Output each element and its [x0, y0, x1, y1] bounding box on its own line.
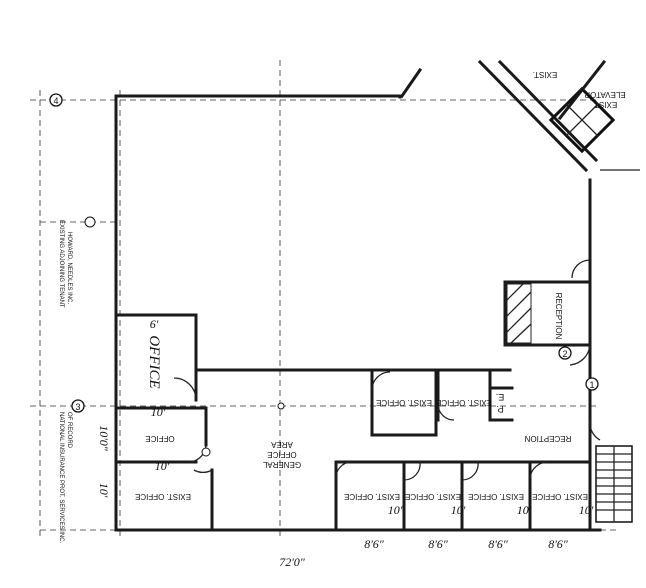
dim-room-6: 6': [150, 317, 159, 331]
room-exist-stair: EXIST.: [533, 70, 557, 79]
dim-room-10c: 10': [388, 503, 403, 517]
grid-marker-b: [71, 399, 85, 413]
dim-overall-width: 72'0": [279, 555, 306, 569]
room-exist-office-b2: EXIST. OFFICE: [405, 492, 461, 501]
room-exist-office-b3: EXIST. OFFICE: [468, 492, 524, 501]
room-office-small: OFFICE: [145, 434, 174, 443]
room-elevator-line1: EXIST.: [593, 100, 617, 109]
room-labels: OFFICE OFFICE EXIST. OFFICE GENERAL OFFI…: [135, 70, 626, 501]
room-general-line2: OFFICE: [267, 450, 296, 459]
dim-bay-1: 8'6": [364, 537, 385, 551]
room-general-line1: GENERAL: [262, 460, 301, 469]
grid-marker-g: [201, 447, 211, 457]
grid-marker-a-label: 4: [53, 96, 58, 106]
room-general-line3: AREA: [270, 440, 292, 449]
grid-marker-c-label: 2: [562, 349, 567, 359]
dim-room-10b: 10': [155, 459, 170, 473]
elevator-shaft: [477, 59, 640, 173]
dim-bay-4: 8'6": [548, 537, 569, 551]
grid-marker-e: [84, 216, 96, 228]
dim-bay-2: 8'6": [428, 537, 449, 551]
note-left-bottom-1: NATIONAL INSURANCE PROT. SERVICES INC.: [58, 412, 64, 544]
grid-marker-f: [277, 402, 285, 410]
dim-left-side-2: 10': [97, 483, 111, 498]
room-reception-room: RECEPTION: [554, 293, 563, 340]
note-left-bottom-2: OF RECORD: [66, 412, 72, 449]
room-exist-office-mid2: EXIST. OFFICE: [436, 398, 492, 407]
grid-markers: 4 3 2 1: [49, 93, 599, 457]
dim-room-10d: 10': [451, 503, 466, 517]
door-swings: [173, 259, 601, 481]
outer-walls: [114, 67, 602, 532]
room-exist-office-bl: EXIST. OFFICE: [135, 492, 191, 501]
room-elevator-line2: ELEVATOR: [584, 90, 626, 99]
dim-room-10f: 10': [579, 503, 594, 517]
room-exist-office-mid: EXIST. OFFICE: [376, 398, 432, 407]
grid-marker-d: [585, 377, 599, 391]
room-office-left: OFFICE: [146, 335, 162, 388]
dimensions: 72'0" 8'6" 8'6" 8'6" 8'6" 10'0" 10' 6' 1…: [97, 317, 594, 569]
dim-room-10a: 10': [151, 405, 166, 419]
grid-marker-b-label: 3: [75, 402, 80, 412]
room-pe-line1: P.: [496, 404, 503, 414]
dim-room-10e: 10': [517, 503, 532, 517]
room-exist-office-b1: EXIST. OFFICE: [344, 492, 400, 501]
reception-hatch: [506, 283, 532, 344]
note-left-top-1: EXISTING ADJOINING TENANT: [58, 220, 64, 308]
note-left-top-2: HOWARD, NEEDLES INC.: [66, 232, 72, 304]
dim-left-side-1: 10'0": [97, 425, 111, 452]
stairs: [595, 445, 633, 523]
room-exist-office-b4: EXIST. OFFICE: [532, 492, 588, 501]
grid-marker-c: [558, 346, 572, 360]
dim-bay-3: 8'6": [488, 537, 509, 551]
grid-marker-d-label: 1: [589, 380, 594, 390]
interior-walls: [114, 280, 592, 532]
grid-marker-a: [49, 93, 63, 107]
room-reception-area: RECEPTION: [524, 434, 571, 443]
side-notes: EXISTING ADJOINING TENANT HOWARD, NEEDLE…: [58, 220, 72, 544]
room-pe-line2: E.: [496, 392, 505, 402]
